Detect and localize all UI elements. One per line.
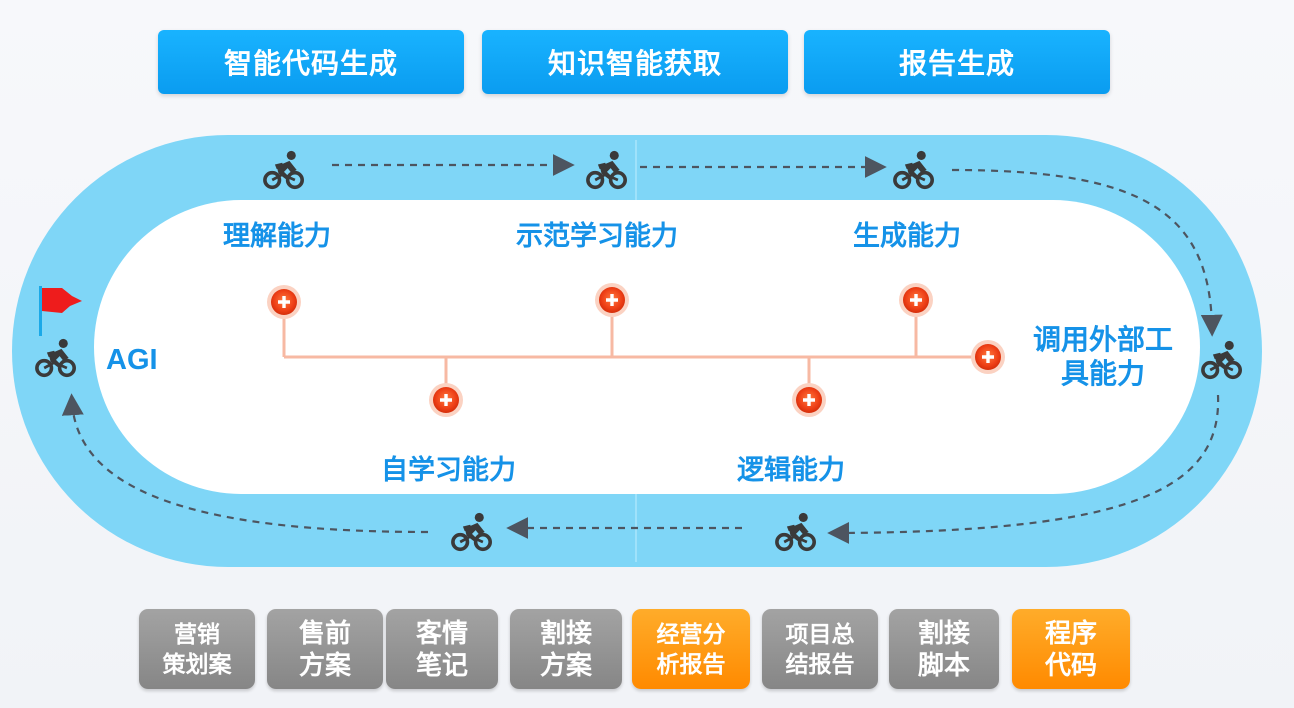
label-tool-use-line2: 具能力 <box>1060 358 1145 389</box>
label-generation: 生成能力 <box>853 221 961 251</box>
label-agi: AGI <box>106 344 158 376</box>
button-line: 营销 <box>174 621 220 647</box>
button-line: 结报告 <box>785 651 855 677</box>
plus-node-icon <box>792 383 826 417</box>
plus-node-icon <box>429 383 463 417</box>
top-button-label: 报告生成 <box>898 48 1015 79</box>
bottom-button-project-summary-report[interactable]: 项目总结报告 <box>762 609 878 689</box>
button-line: 割接 <box>917 618 970 648</box>
plus-node-icon <box>971 340 1005 374</box>
label-demo-learning: 示范学习能力 <box>516 221 678 251</box>
plus-node-icon <box>267 285 301 319</box>
bottom-button-program-code[interactable]: 程序代码 <box>1012 609 1130 689</box>
button-line: 笔记 <box>415 650 468 680</box>
plus-node-icon <box>899 283 933 317</box>
bottom-button-presales-plan[interactable]: 售前方案 <box>267 609 383 689</box>
label-tool-use: 调用外部工 具能力 <box>1028 323 1178 391</box>
button-line: 脚本 <box>917 650 970 680</box>
button-line: 项目总 <box>785 621 855 647</box>
label-self-learning: 自学习能力 <box>381 455 516 485</box>
bottom-button-business-analysis-report[interactable]: 经营分析报告 <box>632 609 750 689</box>
flag-icon <box>39 286 82 336</box>
button-line: 割接 <box>539 618 592 648</box>
button-line: 经营分 <box>656 621 726 647</box>
top-button-code-generation[interactable]: 智能代码生成 <box>158 30 464 94</box>
button-line: 方案 <box>539 650 592 680</box>
button-line: 代码 <box>1044 650 1097 680</box>
button-line: 客情 <box>415 618 468 648</box>
bottom-button-cutover-plan[interactable]: 割接方案 <box>510 609 622 689</box>
top-button-label: 知识智能获取 <box>547 48 722 79</box>
button-line: 方案 <box>298 650 351 680</box>
label-understanding: 理解能力 <box>223 221 331 251</box>
top-button-label: 智能代码生成 <box>223 48 398 79</box>
top-button-knowledge-acquisition[interactable]: 知识智能获取 <box>482 30 788 94</box>
plus-node-icon <box>595 283 629 317</box>
bottom-button-client-notes[interactable]: 客情笔记 <box>386 609 498 689</box>
track-inner-field <box>94 200 1200 494</box>
bottom-button-marketing-plan[interactable]: 营销策划案 <box>139 609 255 689</box>
plus-nodes <box>267 283 1005 417</box>
bottom-button-cutover-script[interactable]: 割接脚本 <box>889 609 999 689</box>
label-tool-use-line1: 调用外部工 <box>1032 324 1173 355</box>
button-line: 售前 <box>298 618 351 648</box>
button-line: 析报告 <box>656 651 726 677</box>
label-logic: 逻辑能力 <box>737 455 845 485</box>
button-line: 程序 <box>1044 618 1097 648</box>
button-line: 策划案 <box>162 651 232 677</box>
track-arrows <box>61 154 1223 544</box>
top-button-report-generation[interactable]: 报告生成 <box>804 30 1110 94</box>
